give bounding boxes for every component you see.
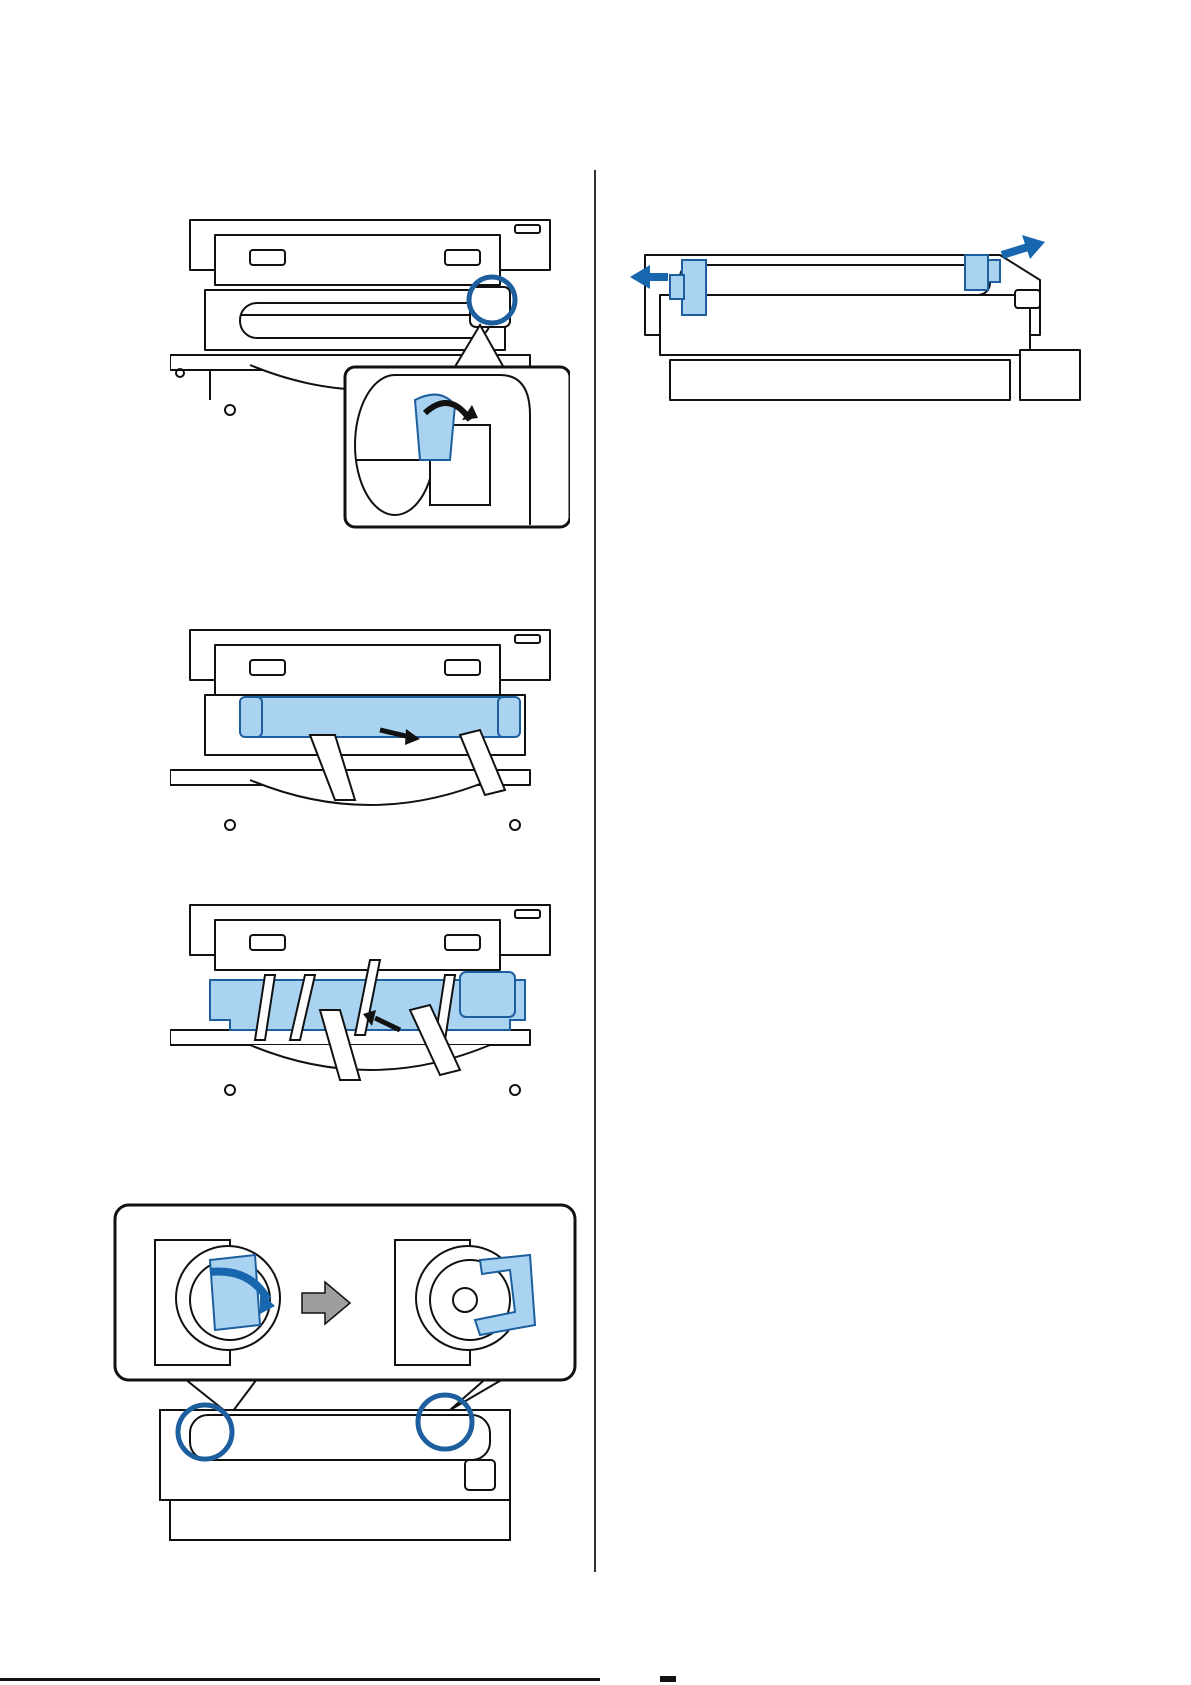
footer-rule — [0, 1678, 600, 1681]
figure-remove-roll — [170, 625, 570, 840]
figure-adapter-lever — [110, 1200, 580, 1570]
roll-adapters-slide-out-illustration — [630, 225, 1090, 405]
figure-insert-roll — [170, 900, 570, 1100]
figure-roll-holder-lever — [170, 215, 570, 535]
roll-holder-lever-release-illustration — [170, 215, 570, 535]
adapter-lever-unlock-illustration — [110, 1200, 580, 1570]
figure-roll-adapters — [630, 225, 1090, 405]
column-divider — [594, 170, 596, 1572]
footer-mark — [660, 1676, 676, 1682]
remove-roll-from-stand-illustration — [170, 625, 570, 840]
insert-roll-into-stand-illustration — [170, 900, 570, 1100]
